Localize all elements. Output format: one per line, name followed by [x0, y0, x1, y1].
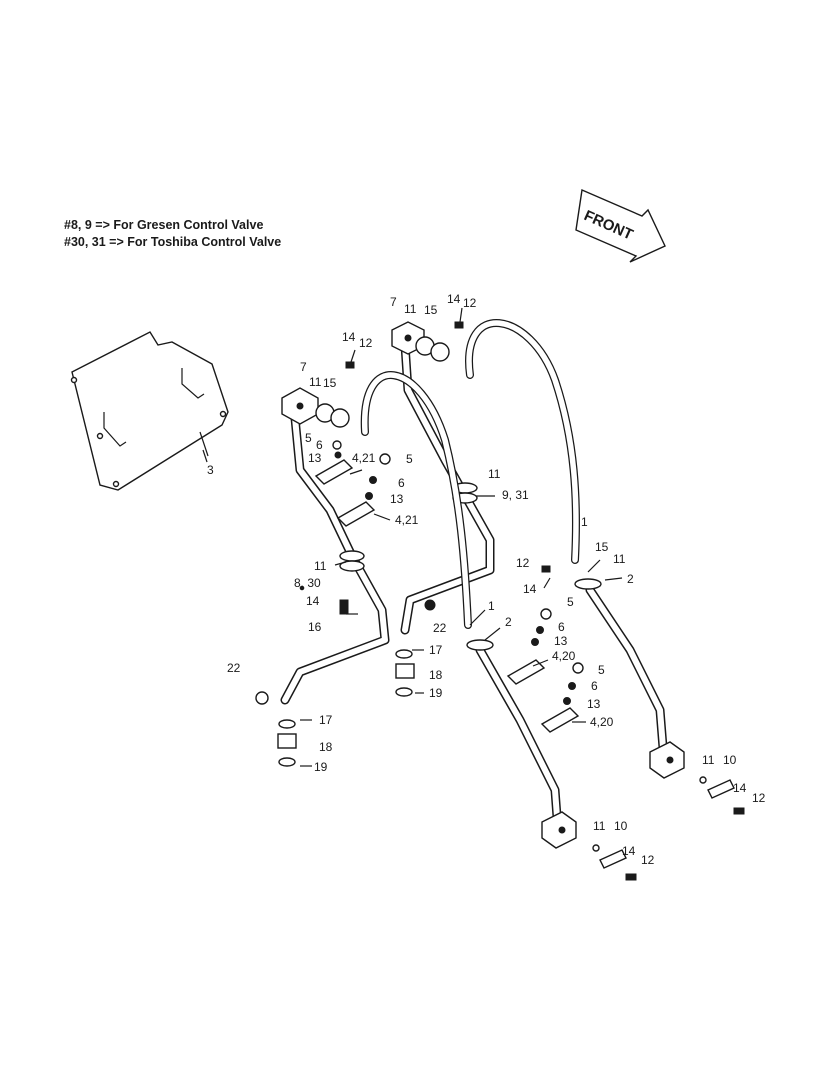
callout: 15 — [424, 303, 438, 317]
flange-left — [315, 403, 350, 428]
callout: 18 — [319, 740, 333, 754]
note-gresen: #8, 9 => For Gresen Control Valve — [64, 218, 264, 232]
far-right-pipe — [574, 578, 685, 779]
middle-pipe — [391, 321, 495, 635]
callout: 12 — [359, 336, 373, 350]
callout: 14 — [342, 330, 356, 344]
callout: 6 — [558, 620, 565, 634]
callout: 13 — [554, 634, 568, 648]
right-pipe — [466, 639, 577, 849]
callout: 12 — [752, 791, 766, 805]
callout: 14 — [733, 781, 747, 795]
callout: 11 — [309, 375, 322, 389]
callout: 4,20 — [590, 715, 614, 729]
callout: 14 — [622, 844, 636, 858]
callout: 22 — [227, 661, 241, 675]
leader-lines — [202, 307, 623, 767]
callout: 2 — [627, 572, 634, 586]
callout: 9, 31 — [502, 488, 529, 502]
callout: 17 — [319, 713, 333, 727]
callout: 5 — [406, 452, 413, 466]
callout: 2 — [505, 615, 512, 629]
callout: 4,20 — [552, 649, 576, 663]
callout: 8, 30 — [294, 576, 321, 590]
callout: 11 — [488, 467, 501, 481]
callout: 11 — [613, 552, 626, 566]
callout: 12 — [463, 296, 477, 310]
callouts: 3 7 11 15 14 12 5 6 13 4,21 5 6 13 4,21 … — [207, 292, 766, 867]
callout: 7 — [300, 360, 307, 374]
callout: 15 — [323, 376, 337, 390]
callout: 19 — [429, 686, 443, 700]
callout: 19 — [314, 760, 328, 774]
callout: 5 — [305, 431, 312, 445]
callout: 14 — [447, 292, 461, 306]
callout: 11 — [404, 302, 417, 316]
clamp-1 — [314, 459, 354, 485]
callout: 12 — [641, 853, 655, 867]
hose-right — [465, 319, 580, 564]
callout: 13 — [308, 451, 322, 465]
callout: 11 — [593, 819, 606, 833]
callout: 10 — [723, 753, 737, 767]
callout: 6 — [398, 476, 405, 490]
callout: 6 — [316, 438, 323, 452]
callout: 10 — [614, 819, 628, 833]
notes-block: #8, 9 => For Gresen Control Valve #30, 3… — [64, 217, 281, 251]
callout: 15 — [595, 540, 609, 554]
note-toshiba: #30, 31 => For Toshiba Control Valve — [64, 235, 282, 249]
callout: 3 — [207, 463, 214, 477]
callout: 4,21 — [352, 451, 376, 465]
callout: 14 — [523, 582, 537, 596]
clamp-4 — [540, 707, 580, 733]
clamp-3 — [506, 659, 546, 685]
callout: 4,21 — [395, 513, 419, 527]
callout: 11 — [314, 559, 327, 573]
flange-middle — [415, 336, 450, 362]
front-arrow-icon: FRONT — [575, 188, 666, 263]
callout: 13 — [587, 697, 601, 711]
callout: 16 — [308, 620, 322, 634]
callout: 1 — [581, 515, 588, 529]
callout: 5 — [567, 595, 574, 609]
clamp-2 — [336, 501, 376, 527]
left-pipe — [280, 387, 390, 705]
callout: 17 — [429, 643, 443, 657]
cover-plate — [70, 331, 229, 491]
callout: 6 — [591, 679, 598, 693]
callout: 5 — [598, 663, 605, 677]
callout: 18 — [429, 668, 443, 682]
callout: 14 — [306, 594, 320, 608]
callout: 11 — [702, 753, 715, 767]
hose-middle — [360, 371, 472, 629]
callout: 1 — [488, 599, 495, 613]
callout: 12 — [516, 556, 530, 570]
callout: 22 — [433, 621, 447, 635]
callout: 7 — [390, 295, 397, 309]
callout: 13 — [390, 492, 404, 506]
hardware-small-parts — [255, 321, 745, 881]
